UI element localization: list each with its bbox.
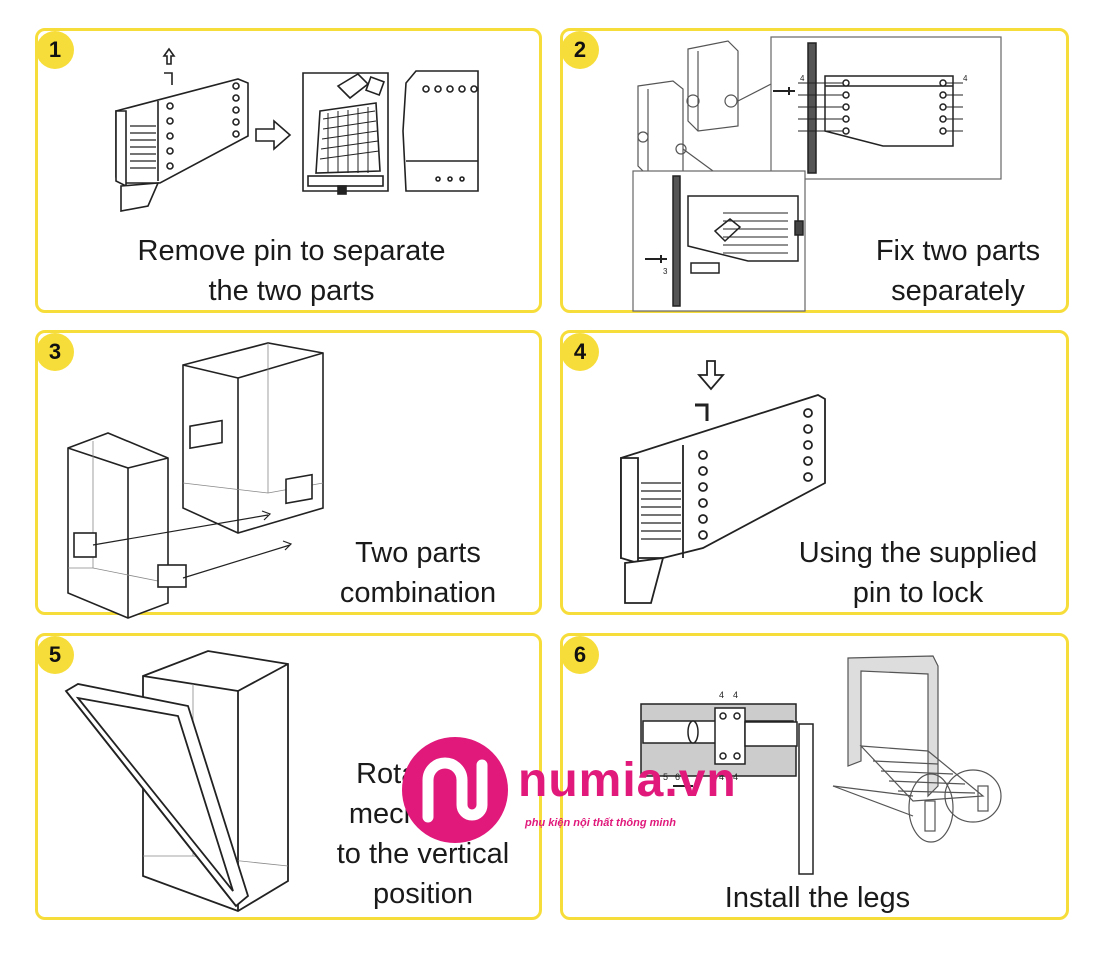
pin-removal-illustration [115, 47, 479, 212]
caption-line: Using the supplied [798, 537, 1038, 569]
screw-count-label: 4 [963, 74, 968, 83]
screw-count-label: 4 [719, 772, 724, 782]
caption-line: pin to lock [852, 577, 984, 609]
screw-count-label: 4 [719, 690, 724, 700]
step-caption: Using the supplied pin to lock [773, 533, 1063, 613]
screw-count-label: 6 [675, 772, 680, 782]
step-caption: Install the legs [563, 878, 1072, 918]
caption-line: separately [891, 275, 1025, 307]
rotate-mechanism-illustration [64, 650, 289, 912]
step-caption: Two parts combination [308, 533, 528, 613]
step-panel-3: 3 Two parts combination [35, 330, 542, 619]
step-caption: Fix two parts separately [853, 231, 1063, 311]
fixing-parts-illustration: 4 4 3 [632, 36, 1002, 312]
numia-logo-mark-icon [402, 737, 508, 843]
caption-line: Remove pin to separate [137, 235, 446, 267]
step-panel-1: 1 [35, 28, 542, 313]
brand-name: numia.vn [518, 754, 737, 807]
pin-lock-illustration [620, 360, 826, 604]
small-screw-count-label: 3 [663, 267, 668, 276]
step-number-badge: 6 [561, 636, 599, 674]
step-panel-4: 4 Using the supplied pin to loc [560, 330, 1069, 615]
step-number-badge: 1 [36, 31, 74, 69]
screw-count-label: 4 [733, 690, 738, 700]
step-number-badge: 4 [561, 333, 599, 371]
caption-line: to the vertical [336, 838, 510, 870]
combination-illustration [67, 342, 324, 619]
screw-count-label: 4 [800, 74, 805, 83]
step-panel-2: 2 [560, 28, 1069, 313]
screw-count-label: 4 [733, 772, 738, 782]
screw-count-label: 5 [663, 772, 668, 782]
step-number-badge: 5 [36, 636, 74, 674]
step-panel-6: 6 [560, 633, 1069, 920]
caption-line: Fix two parts [875, 235, 1041, 267]
step-number-badge: 3 [36, 333, 74, 371]
caption-line: the two parts [208, 275, 375, 307]
caption-line: position [373, 878, 473, 910]
brand-logo: numia.vn phụ kiện nội thất thông minh [400, 735, 736, 845]
caption-line: Two parts [355, 537, 481, 569]
step-caption: Remove pin to separate the two parts [38, 231, 545, 311]
caption-line: Install the legs [724, 882, 911, 914]
install-legs-illustration: 4 4 4 4 5 6 [640, 655, 1002, 875]
caption-line: combination [339, 577, 497, 609]
brand-tagline: phụ kiện nội thất thông minh [525, 817, 676, 829]
step-panel-5: 5 Rotate the mechanism to the vertical p… [35, 633, 542, 920]
step-number-badge: 2 [561, 31, 599, 69]
